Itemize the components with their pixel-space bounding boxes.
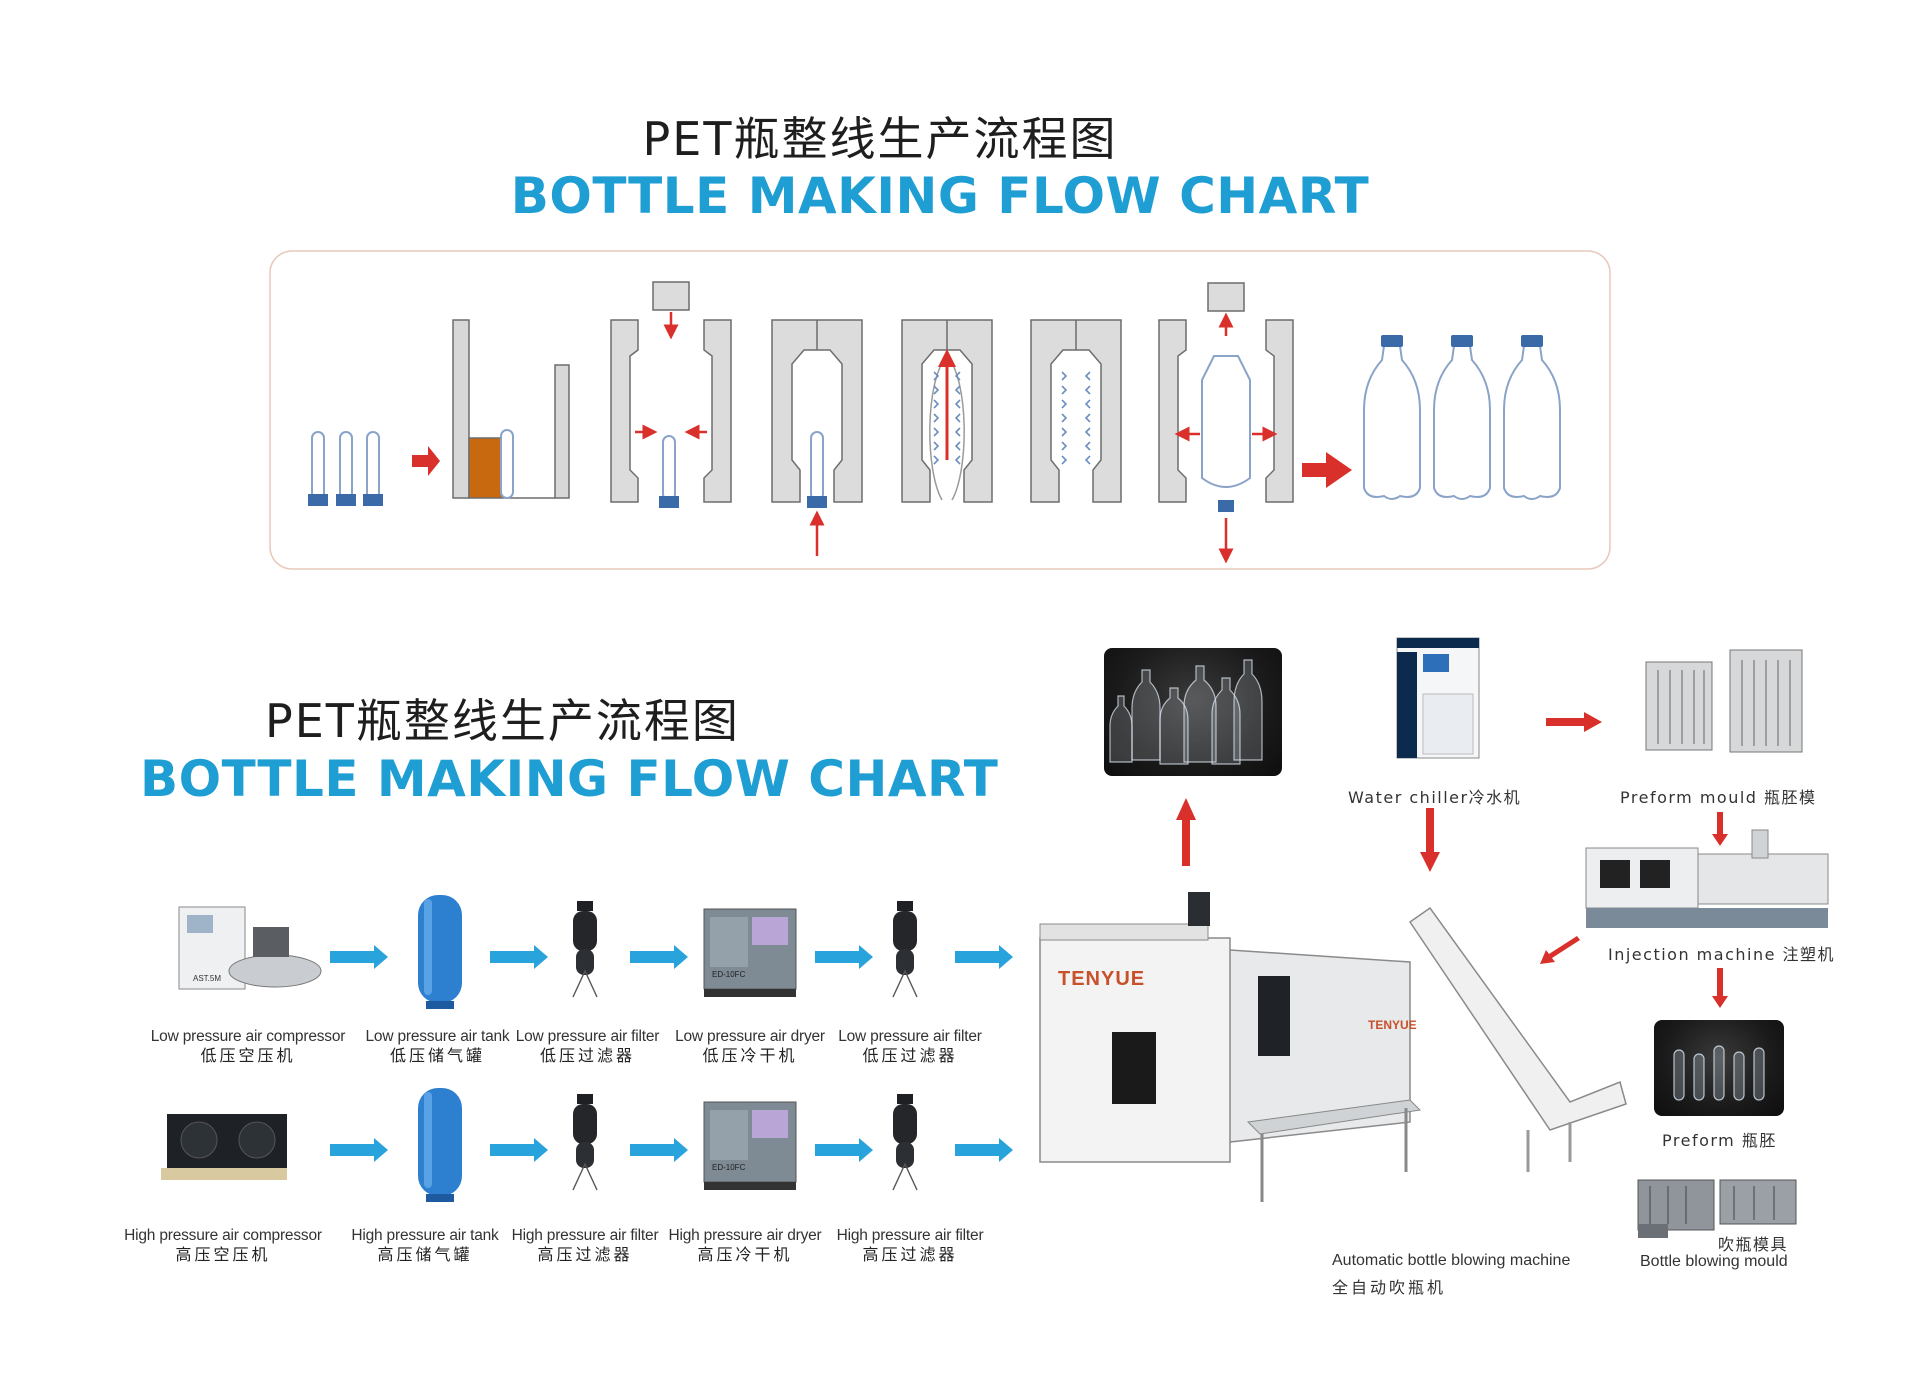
dryer-plate-label: ED-10FC (712, 1163, 746, 1172)
blue-arrow-icon (490, 1138, 548, 1162)
airflow-mark (933, 455, 940, 465)
blowing-machine-image (1039, 892, 1627, 1202)
air-filter-icon (892, 901, 918, 998)
airflow-mark (933, 399, 940, 409)
preform-label: Preform 瓶胚 (1662, 1131, 1777, 1150)
water-chiller-image (1396, 637, 1480, 759)
blue-arrow-icon (490, 945, 548, 969)
top-title-cn: PET瓶整线生产流程图 (642, 112, 1118, 166)
airflow-mark (1084, 427, 1091, 437)
compressor-plate-label: AST.5M (193, 974, 221, 983)
airflow-mark (1084, 413, 1091, 423)
bottle-release-step (1158, 282, 1294, 503)
airflow-mark (1061, 427, 1068, 437)
blow-step (1030, 319, 1122, 503)
air-dryer-icon: ED-10FC (703, 1101, 797, 1190)
airflow-mark (1084, 399, 1091, 409)
up-arrow-to-bottles (1176, 798, 1196, 866)
airflow-mark (954, 441, 961, 451)
air-tank-icon (418, 1088, 462, 1202)
stretch-step (901, 319, 993, 503)
bottles-photo (1104, 648, 1282, 776)
airflow-mark (954, 427, 961, 437)
preform-mould-label: Preform mould 瓶胚模 (1620, 788, 1817, 807)
airflow-mark (933, 371, 940, 381)
air-tank-icon (418, 895, 462, 1009)
air-dryer-icon: ED-10FC (703, 908, 797, 997)
airflow-mark (954, 385, 961, 395)
preform-mould-image (1645, 649, 1803, 753)
preforms-group (311, 431, 380, 501)
airflow-mark (1061, 385, 1068, 395)
air-filter-icon (892, 1094, 918, 1191)
injection-machine-image (1585, 829, 1829, 928)
airflow-mark (933, 427, 940, 437)
blue-arrow-icon (330, 945, 388, 969)
airflow-mark (1061, 455, 1068, 465)
air-compressor-icon: AST.5M (178, 906, 322, 990)
airflow-mark (1084, 385, 1091, 395)
airflow-mark (1084, 441, 1091, 451)
water-chiller-label: Water chiller冷水机 (1348, 788, 1522, 807)
airflow-mark (954, 371, 961, 381)
airflow-mark (1061, 399, 1068, 409)
blue-arrow-icon (955, 1138, 1013, 1162)
airflow-mark (933, 441, 940, 451)
airflow-mark (1061, 413, 1068, 423)
blue-arrow-icon (330, 1138, 388, 1162)
airflow-mark (954, 455, 961, 465)
airflow-mark (954, 413, 961, 423)
bottle-blowing-mould-image (1637, 1179, 1797, 1238)
blue-arrow-icon (815, 1138, 873, 1162)
blue-arrow-icon (630, 945, 688, 969)
airflow-mark (1061, 441, 1068, 451)
mould-open-step (610, 281, 732, 503)
bottle-mould-en-label: Bottle blowing mould (1640, 1253, 1788, 1270)
red-arrow-icon (412, 446, 440, 476)
mould-closed-step (771, 319, 863, 503)
top-title-en: BOTTLE MAKING FLOW CHART (510, 167, 1370, 225)
air-filter-icon (572, 901, 598, 998)
bottle-mould-cn-label: 吹瓶模具 (1718, 1235, 1789, 1254)
airflow-mark (1084, 371, 1091, 381)
airflow-mark (1084, 455, 1091, 465)
dryer-plate-label: ED-10FC (712, 970, 746, 979)
blue-arrow-icon (955, 945, 1013, 969)
air-compressor-icon (161, 1114, 287, 1180)
mid-title-en: BOTTLE MAKING FLOW CHART (140, 750, 999, 808)
airflow-mark (933, 413, 940, 423)
finished-bottles (1363, 345, 1561, 500)
blowing-machine-cn-label: 全自动吹瓶机 (1332, 1278, 1447, 1297)
airflow-mark (1061, 371, 1068, 381)
blowing-machine-en-label: Automatic bottle blowing machine (1332, 1252, 1571, 1269)
blue-arrow-icon (815, 945, 873, 969)
airflow-mark (954, 399, 961, 409)
mid-title-cn: PET瓶整线生产流程图 (265, 694, 740, 748)
air-filter-icon (572, 1094, 598, 1191)
blue-arrow-icon (630, 1138, 688, 1162)
machine-brand-logo: TENYUE (1058, 968, 1146, 990)
red-arrow-icon (1302, 452, 1352, 488)
airflow-mark (933, 385, 940, 395)
machine-brand-logo-small: TENYUE (1368, 1018, 1417, 1032)
preforms-photo (1654, 1020, 1784, 1116)
injection-machine-label: Injection machine 注塑机 (1608, 945, 1836, 964)
